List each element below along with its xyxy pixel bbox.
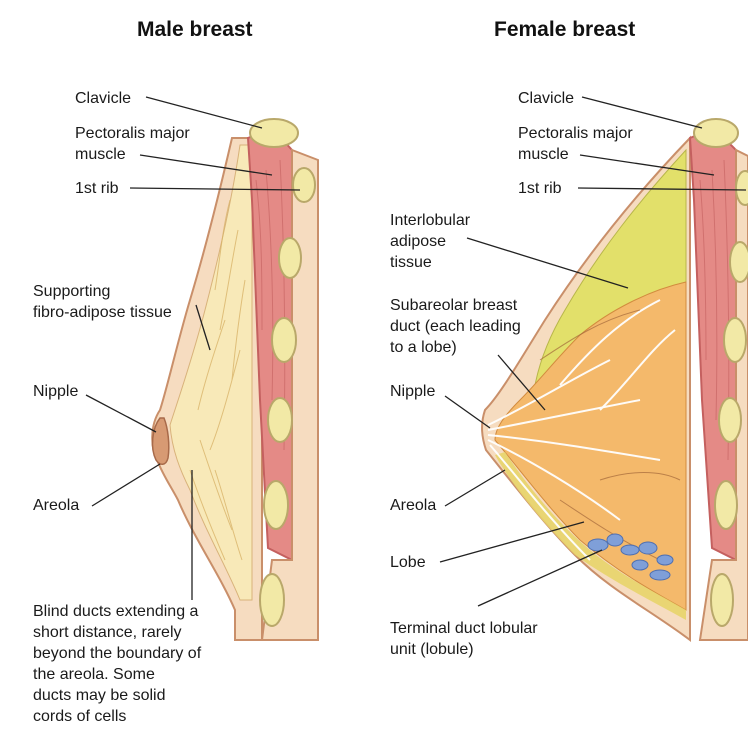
male-blind-ducts-label: Blind ducts extending a short distance, … <box>33 601 201 727</box>
lobule <box>588 539 608 551</box>
interlobular-line-3: tissue <box>390 252 470 273</box>
blind-ducts-line-3: beyond the boundary of <box>33 643 201 664</box>
male-rib-2 <box>279 238 301 278</box>
subareolar-label: Subareolar breast duct (each leading to … <box>390 295 521 358</box>
terminal-line-1: Terminal duct lobular <box>390 618 538 639</box>
male-clavicle-label: Clavicle <box>75 88 131 109</box>
blind-ducts-line-5: ducts may be solid <box>33 685 201 706</box>
female-rib-6 <box>711 574 733 626</box>
male-rib-3 <box>272 318 296 362</box>
male-rib-1 <box>293 168 315 202</box>
male-rib-6 <box>260 574 284 626</box>
male-areola-label: Areola <box>33 495 79 516</box>
male-clavicle <box>250 119 298 147</box>
male-title: Male breast <box>137 18 253 42</box>
female-rib-label: 1st rib <box>518 178 562 199</box>
male-rib-4 <box>268 398 292 442</box>
blind-ducts-line-2: short distance, rarely <box>33 622 201 643</box>
male-nipple-label: Nipple <box>33 381 78 402</box>
male-supporting-label: Supporting fibro-adipose tissue <box>33 281 172 323</box>
lobe-label: Lobe <box>390 552 426 573</box>
female-clavicle <box>694 119 738 147</box>
interlobular-line-1: Interlobular <box>390 210 470 231</box>
female-pectoralis-label-line-1: Pectoralis major <box>518 123 633 144</box>
male-rib-label: 1st rib <box>75 178 119 199</box>
lobule <box>639 542 657 554</box>
subareolar-line-2: duct (each leading <box>390 316 521 337</box>
female-rib-2 <box>730 242 748 282</box>
female-title: Female breast <box>494 18 635 42</box>
female-rib-3 <box>724 318 746 362</box>
male-supporting-label-line-2: fibro-adipose tissue <box>33 302 172 323</box>
interlobular-line-2: adipose <box>390 231 470 252</box>
male-rib-5 <box>264 481 288 529</box>
female-rib-1 <box>736 171 748 205</box>
lobule <box>607 534 623 546</box>
blind-ducts-line-1: Blind ducts extending a <box>33 601 201 622</box>
male-breast-illustration <box>152 119 318 640</box>
blind-ducts-line-6: cords of cells <box>33 706 201 727</box>
terminal-line-2: unit (lobule) <box>390 639 538 660</box>
female-pectoralis-label-line-2: muscle <box>518 144 633 165</box>
subareolar-line-1: Subareolar breast <box>390 295 521 316</box>
female-rib-4 <box>719 398 741 442</box>
lobule <box>650 570 670 580</box>
lobule <box>657 555 673 565</box>
female-clavicle-label: Clavicle <box>518 88 574 109</box>
female-areola-label: Areola <box>390 495 436 516</box>
terminal-duct-label: Terminal duct lobular unit (lobule) <box>390 618 538 660</box>
male-pectoralis-label-line-1: Pectoralis major <box>75 123 190 144</box>
female-nipple-label: Nipple <box>390 381 435 402</box>
male-pectoralis-label: Pectoralis major muscle <box>75 123 190 165</box>
male-supporting-label-line-1: Supporting <box>33 281 172 302</box>
male-pectoralis-label-line-2: muscle <box>75 144 190 165</box>
subareolar-line-3: to a lobe) <box>390 337 521 358</box>
lobule <box>632 560 648 570</box>
female-pectoralis-label: Pectoralis major muscle <box>518 123 633 165</box>
lobule <box>621 545 639 555</box>
interlobular-label: Interlobular adipose tissue <box>390 210 470 273</box>
female-rib-5 <box>715 481 737 529</box>
blind-ducts-line-4: the areola. Some <box>33 664 201 685</box>
